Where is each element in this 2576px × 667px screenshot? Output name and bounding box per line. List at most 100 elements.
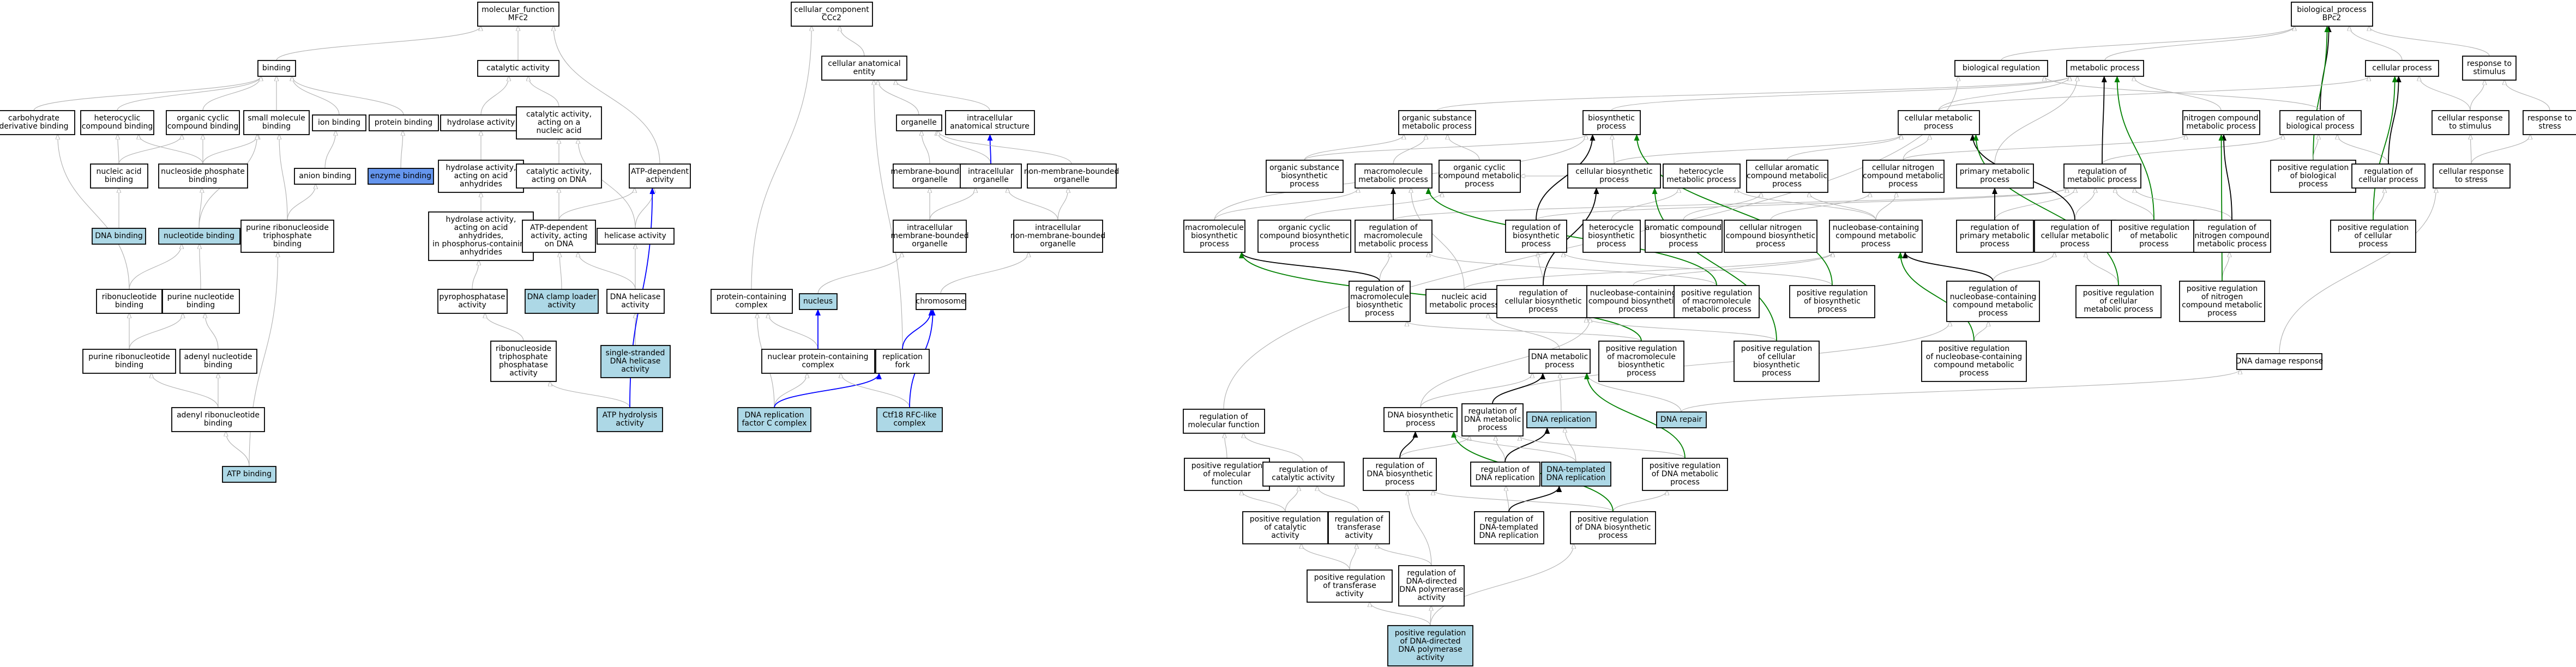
go-term-node-enzyme-b[interactable]: enzyme binding — [368, 168, 434, 185]
go-term-node-nucleus[interactable]: nucleus — [799, 293, 838, 310]
go-term-node-reg-nucleobase-met[interactable]: regulation ofnucleobase-containingcompou… — [1946, 281, 2040, 322]
go-term-node-ion-b[interactable]: ion binding — [312, 114, 366, 131]
go-term-node-nucleotide-b[interactable]: nucleotide binding — [158, 228, 240, 245]
go-term-node-dna-replication[interactable]: DNA replication — [1526, 411, 1597, 428]
go-term-node-protein-b[interactable]: protein binding — [369, 114, 439, 131]
go-term-node-hydrolase[interactable]: hydrolase activity — [440, 114, 522, 131]
go-term-node-hydrolase-acid[interactable]: hydrolase activity,acting on acidanhydri… — [438, 160, 524, 193]
go-term-node-binding[interactable]: binding — [257, 60, 296, 77]
go-term-node-intra-non-membrane-org[interactable]: intracellularnon-membrane-boundedorganel… — [1010, 220, 1106, 253]
go-term-node-dna-repair[interactable]: DNA repair — [1656, 411, 1707, 428]
go-term-node-cellular-proc[interactable]: cellular process — [2365, 60, 2439, 77]
go-term-node-catalytic[interactable]: catalytic activity — [477, 60, 559, 77]
go-term-node-chromosome[interactable]: chromosome — [916, 293, 966, 310]
go-term-node-dna-damage[interactable]: DNA damage response — [2236, 353, 2324, 370]
go-term-node-atp-b[interactable]: ATP binding — [222, 466, 276, 483]
go-term-node-ribo-tp-pase[interactable]: ribonucleosidetriphosphatephosphataseact… — [490, 341, 557, 382]
go-term-node-dna-b[interactable]: DNA binding — [92, 228, 146, 245]
go-term-node-cat-dna[interactable]: catalytic activity,acting on DNA — [516, 163, 602, 189]
go-term-node-reg-macro-bios[interactable]: regulation ofmacromoleculebiosyntheticpr… — [1349, 281, 1411, 322]
